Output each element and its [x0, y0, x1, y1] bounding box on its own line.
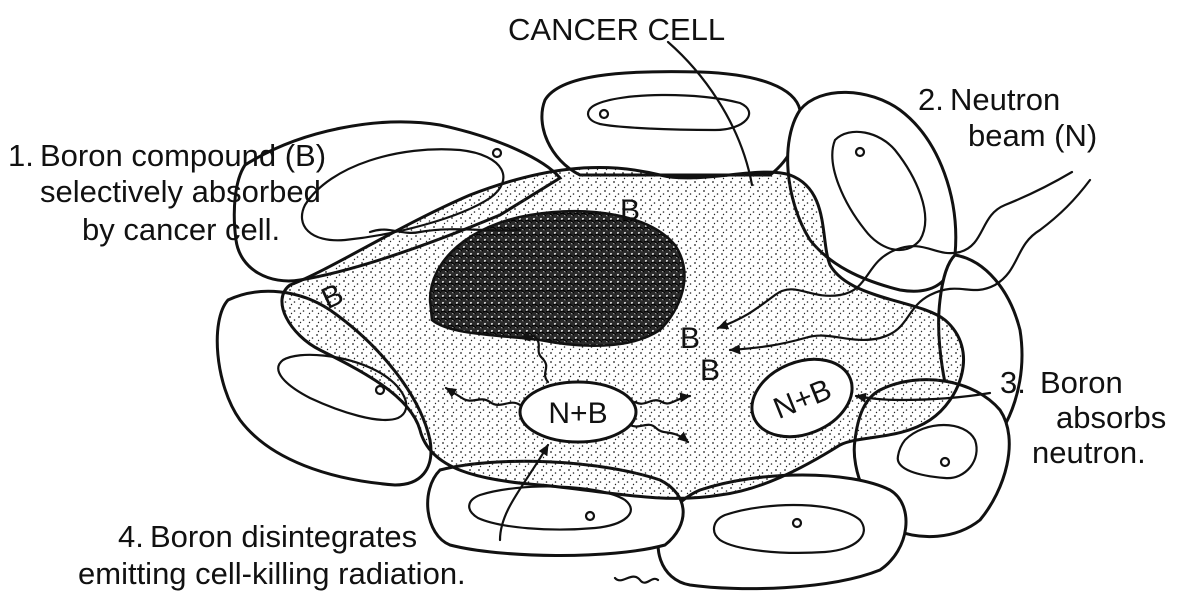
- step1-number: 1.: [8, 138, 34, 173]
- step1-line2: selectively absorbed: [40, 174, 321, 209]
- cancer-cell-label: CANCER CELL: [508, 12, 725, 47]
- step4-callout: 4. Boron disintegrates emitting cell-kil…: [78, 519, 466, 591]
- step1-callout: 1. Boron compound (B) selectively absorb…: [8, 138, 326, 247]
- step1-line1: Boron compound (B): [40, 138, 326, 173]
- step3-callout: 3. Boron absorbs neutron.: [1000, 365, 1166, 470]
- boron-marker-center-upper: B: [680, 322, 700, 355]
- step2-line2: beam (N): [968, 118, 1097, 153]
- leader-step4-lower: [615, 577, 658, 583]
- step2-number: 2.: [918, 82, 944, 117]
- step4-line1: Boron disintegrates: [150, 519, 417, 554]
- step3-line1: Boron: [1040, 365, 1123, 400]
- boron-marker-center-lower: B: [700, 354, 720, 387]
- boron-marker-nucleus: B: [620, 194, 640, 227]
- reaction-left-label: N+B: [548, 397, 607, 430]
- step4-number: 4.: [118, 519, 144, 554]
- reaction-left: N+B: [520, 382, 636, 442]
- step4-line2: emitting cell-killing radiation.: [78, 556, 466, 591]
- step2-callout: 2. Neutron beam (N): [918, 82, 1097, 153]
- step3-line3: neutron.: [1032, 435, 1146, 470]
- step1-line3: by cancer cell.: [82, 212, 280, 247]
- normal-cell-top: [542, 72, 800, 175]
- step2-line1: Neutron: [950, 82, 1060, 117]
- step3-line2: absorbs: [1056, 400, 1166, 435]
- step3-number: 3.: [1000, 365, 1026, 400]
